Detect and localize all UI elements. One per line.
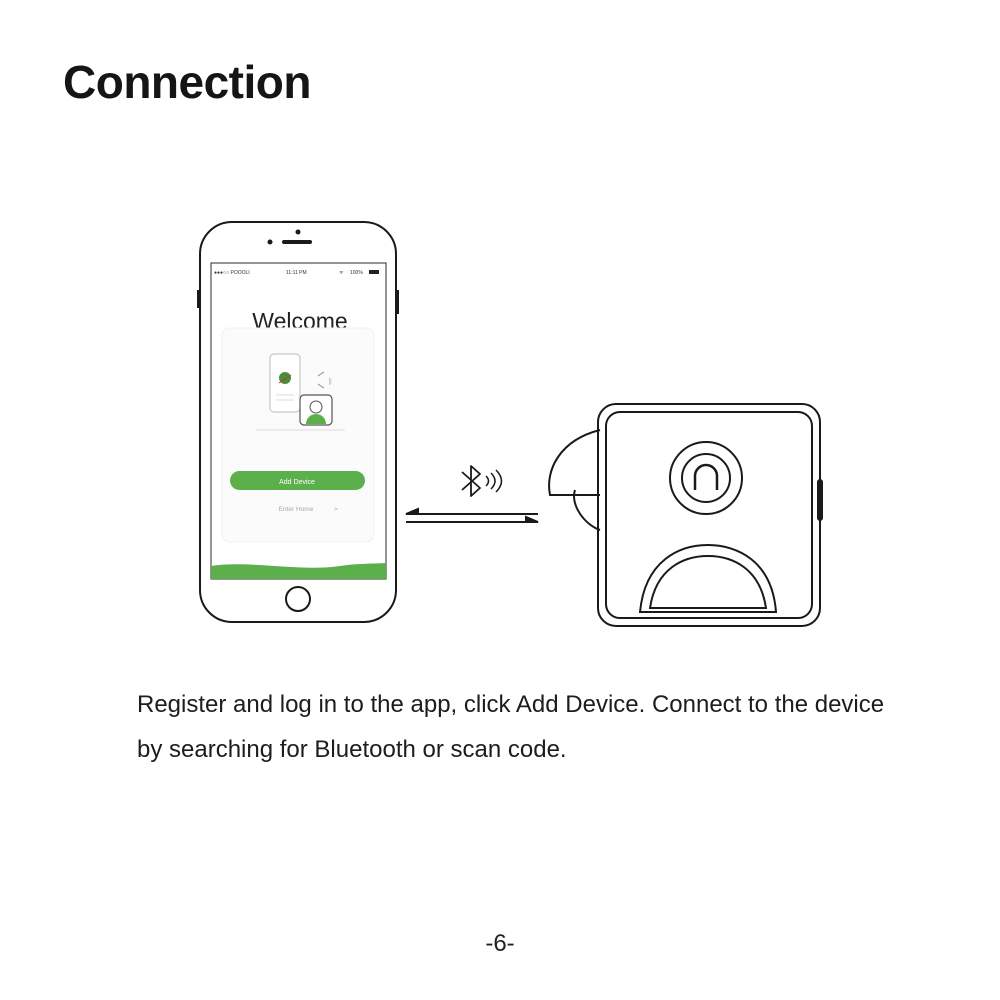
add-device-label: Add Device bbox=[279, 479, 315, 486]
phone-speaker bbox=[282, 240, 312, 244]
phone-front-camera bbox=[295, 229, 301, 235]
enter-home-label: Enter Home bbox=[279, 506, 314, 513]
instruction-text: Register and log in to the app, click Ad… bbox=[137, 691, 885, 763]
add-device-button[interactable]: Add Device bbox=[230, 471, 365, 490]
phone-side-button bbox=[396, 290, 399, 314]
mini-illustration: ᛒ bbox=[256, 353, 345, 431]
printer-logo-inner bbox=[681, 453, 731, 503]
printer-side-button bbox=[817, 479, 823, 521]
bidirectional-arrows-icon bbox=[405, 507, 539, 523]
printer-window-inner bbox=[648, 554, 768, 609]
status-time: 11:11 PM bbox=[286, 270, 307, 276]
status-carrier: ●●●○○ POOOLI bbox=[214, 270, 250, 276]
enter-home-link[interactable]: Enter Home > bbox=[279, 506, 338, 513]
phone-side-button-left bbox=[197, 290, 200, 308]
status-battery: 100% bbox=[350, 270, 363, 276]
phone-home-button bbox=[285, 586, 311, 612]
phone: ●●●○○ POOOLI 11:11 PM ᯤ 100% Welcome ᛒ A… bbox=[197, 221, 399, 623]
phone-camera-dot bbox=[267, 239, 273, 245]
printer-device bbox=[548, 403, 823, 627]
printer-window-outer bbox=[638, 543, 778, 613]
bluetooth-icon bbox=[461, 465, 481, 497]
signal-waves-icon bbox=[485, 469, 503, 493]
paper-roll bbox=[548, 429, 601, 531]
arch-logo-icon bbox=[693, 463, 719, 490]
battery-icon bbox=[369, 270, 379, 274]
printer-body-outer bbox=[597, 403, 821, 627]
printer-body-inner bbox=[605, 411, 813, 619]
status-wifi-icon: ᯤ bbox=[339, 270, 344, 276]
page-number: -6- bbox=[485, 930, 515, 957]
page-title: Connection bbox=[63, 56, 311, 108]
screen-wave-footer bbox=[211, 563, 386, 579]
bluetooth-connection bbox=[405, 465, 539, 523]
printer-logo-ring bbox=[669, 441, 743, 515]
enter-home-arrow: > bbox=[334, 506, 338, 513]
svg-text:ᛒ: ᛒ bbox=[328, 377, 333, 386]
